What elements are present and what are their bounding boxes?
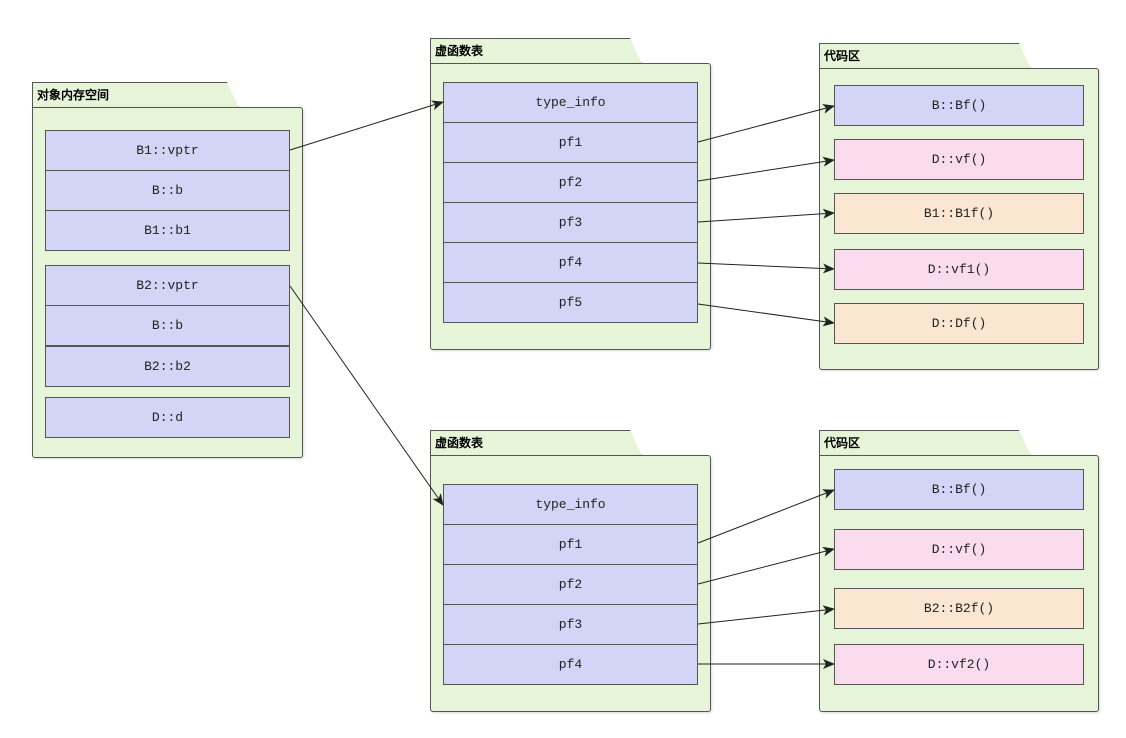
vtable2-package: 虚函数表 type_info pf1 pf2 pf3 pf4 [430, 430, 711, 712]
code2-package: 代码区 B::Bf() D::vf() B2::B2f() D::vf2() [819, 430, 1099, 712]
code2-item-d-vf2: D::vf2() [834, 644, 1084, 685]
arrow-v2-pf2 [697, 546, 835, 585]
code1-item-d-df: D::Df() [834, 303, 1084, 344]
arrow-b1-vptr-to-vtable1 [289, 100, 444, 151]
arrow-v1-pf2 [697, 156, 835, 182]
vtable2-row-pf4: pf4 [443, 644, 698, 685]
vtable2-row-pf3: pf3 [443, 604, 698, 645]
code1-item-d-vf1: D::vf1() [834, 249, 1084, 290]
memory-cell-b2-b2: B2::b2 [45, 346, 290, 387]
vtable1-row-type-info: type_info [443, 82, 698, 123]
vtable2-row-type-info: type_info [443, 484, 698, 525]
vtable1-row-pf5: pf5 [443, 282, 698, 323]
code1-item-b-bf: B::Bf() [834, 85, 1084, 126]
memory-cell-b-b-1: B::b [45, 170, 290, 211]
memory-cell-b1-b1: B1::b1 [45, 210, 290, 251]
vtable2-title: 虚函数表 [430, 430, 642, 456]
object-memory-title: 对象内存空间 [32, 82, 239, 108]
arrow-b2-vptr-to-vtable2 [289, 285, 444, 506]
vtable1-row-pf3: pf3 [443, 202, 698, 243]
code2-item-d-vf: D::vf() [834, 529, 1084, 570]
code2-title: 代码区 [819, 430, 1031, 456]
memory-cell-d-d: D::d [45, 397, 290, 438]
code2-item-b-bf: B::Bf() [834, 469, 1084, 510]
arrow-v1-pf4 [697, 262, 835, 274]
memory-cell-b-b-2: B::b [45, 305, 290, 346]
arrow-v1-pf1 [697, 103, 835, 143]
arrow-v2-pf1 [697, 489, 835, 544]
vtable2-row-pf1: pf1 [443, 524, 698, 565]
vtable2-row-pf2: pf2 [443, 564, 698, 605]
vtable1-title: 虚函数表 [430, 38, 642, 64]
memory-cell-b2-vptr: B2::vptr [45, 265, 290, 306]
vtable1-row-pf1: pf1 [443, 122, 698, 163]
arrow-v1-pf5 [697, 303, 835, 327]
code1-item-b1-b1f: B1::B1f() [834, 193, 1084, 234]
arrow-v1-pf3 [697, 208, 835, 223]
arrow-v2-pf3 [697, 605, 835, 625]
object-memory-package: 对象内存空间 B1::vptr B::b B1::b1 B2::vptr B::… [32, 82, 303, 458]
vtable1-package: 虚函数表 type_info pf1 pf2 pf3 pf4 pf5 [430, 38, 711, 350]
code1-title: 代码区 [819, 43, 1031, 69]
code2-item-b2-b2f: B2::B2f() [834, 588, 1084, 629]
code1-package: 代码区 B::Bf() D::vf() B1::B1f() D::vf1() D… [819, 43, 1099, 370]
code1-item-d-vf: D::vf() [834, 139, 1084, 180]
